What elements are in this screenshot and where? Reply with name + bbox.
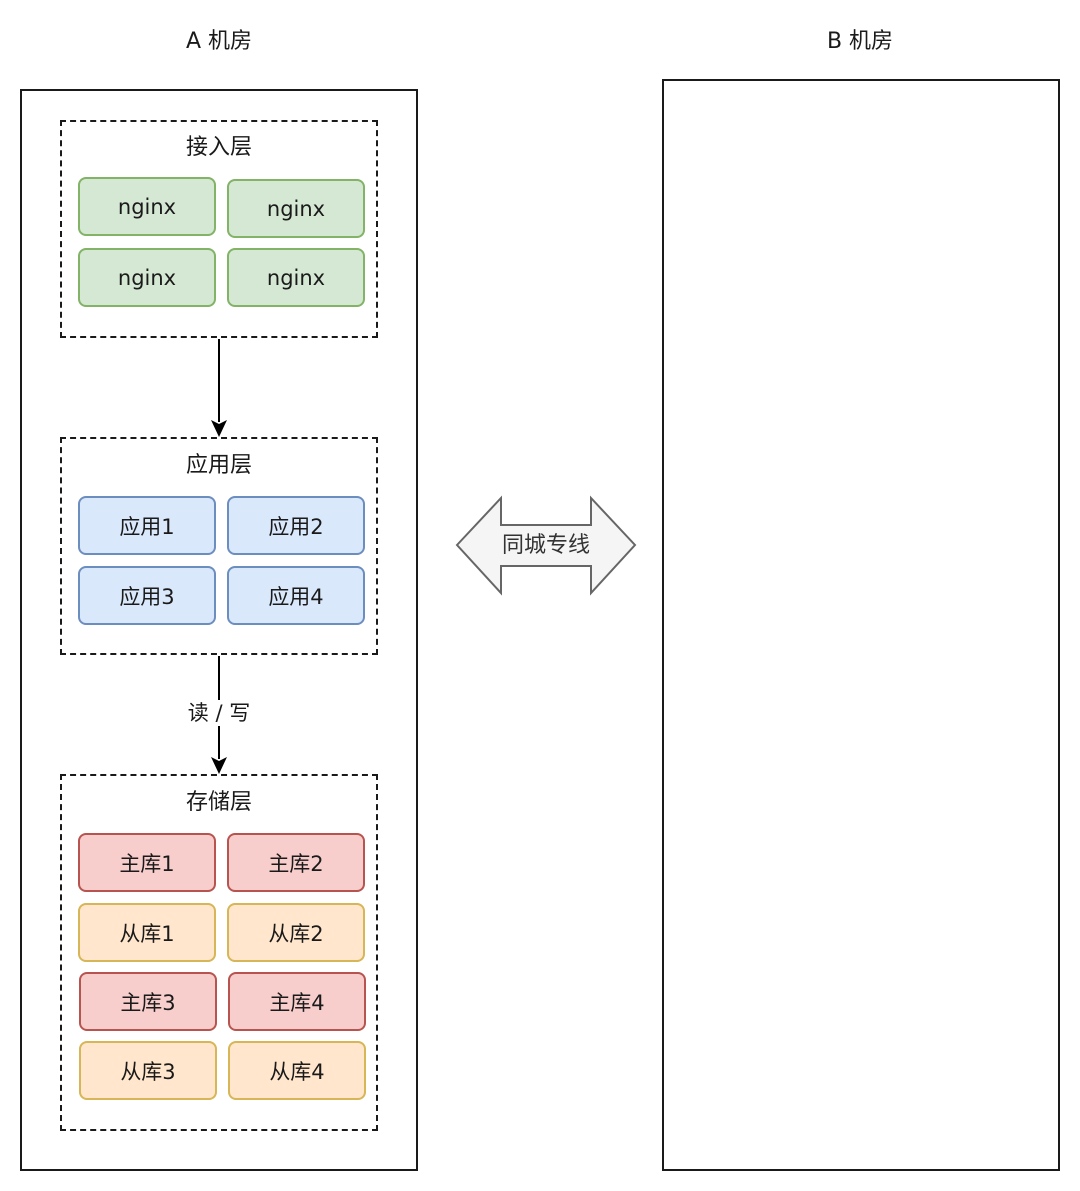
edge-access-to-app <box>211 339 227 437</box>
app-node-2: 应用2 <box>227 496 365 555</box>
master-db-1: 主库1 <box>78 833 216 892</box>
storage-layer: 存储层 <box>60 774 378 1131</box>
site-b-title: B 机房 <box>826 29 894 54</box>
dedicated-line-double-arrow <box>455 495 637 596</box>
site-b-container <box>662 79 1060 1171</box>
read-write-label: 读 / 写 <box>174 700 264 726</box>
dedicated-line-label: 同城专线 <box>501 533 590 558</box>
storage-layer-title: 存储层 <box>185 790 252 815</box>
nginx-node-1: nginx <box>78 177 216 236</box>
app-node-4: 应用4 <box>227 566 365 625</box>
master-db-4: 主库4 <box>228 972 366 1031</box>
master-db-2: 主库2 <box>227 833 365 892</box>
nginx-node-2: nginx <box>227 179 365 238</box>
app-node-3: 应用3 <box>78 566 216 625</box>
slave-db-4: 从库4 <box>228 1041 366 1100</box>
app-node-1: 应用1 <box>78 496 216 555</box>
slave-db-1: 从库1 <box>78 903 216 962</box>
access-layer: 接入层 <box>60 120 378 338</box>
app-layer: 应用层 <box>60 437 378 655</box>
slave-db-2: 从库2 <box>227 903 365 962</box>
slave-db-3: 从库3 <box>79 1041 217 1100</box>
site-a-title: A 机房 <box>185 29 253 54</box>
master-db-3: 主库3 <box>79 972 217 1031</box>
app-layer-title: 应用层 <box>185 453 252 478</box>
nginx-node-3: nginx <box>78 248 216 307</box>
access-layer-title: 接入层 <box>185 135 252 160</box>
nginx-node-4: nginx <box>227 248 365 307</box>
